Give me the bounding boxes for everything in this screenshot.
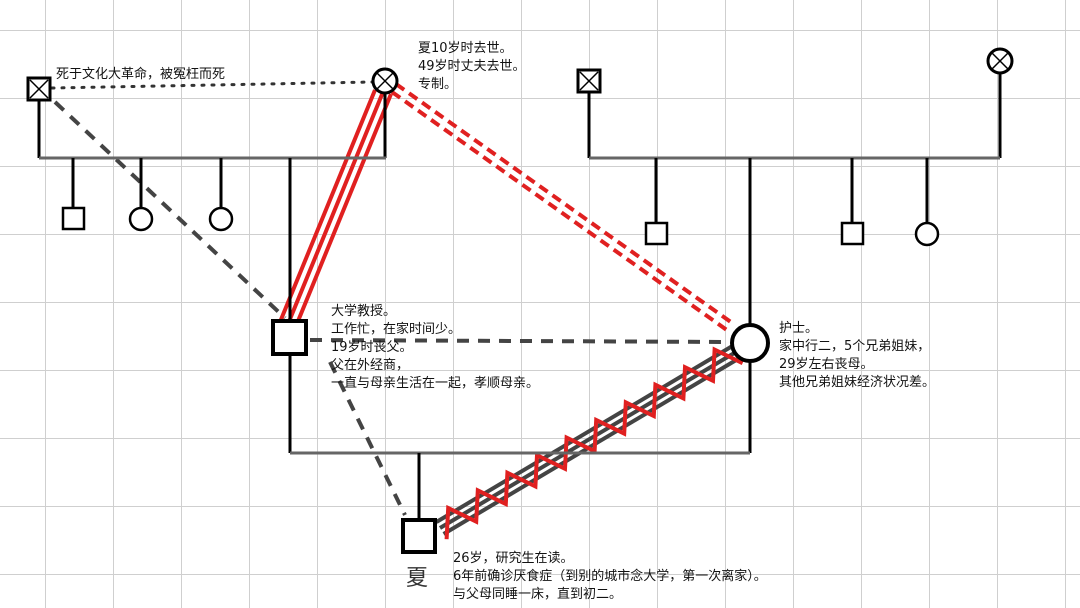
- dotted-marriage-line-paternal: [50, 80, 374, 90]
- note-line: 家中行二，5个兄弟姐妹，: [779, 339, 931, 354]
- note-line: 死于文化大革命，被冤枉而死: [56, 67, 226, 82]
- note-line: 夏10岁时去世。: [418, 41, 513, 56]
- father-male-icon: [271, 319, 308, 356]
- note-father: 大学教授。工作忙，在家时间少。 19岁时丧父。父在外经商， 一直与母亲生活在一起，孝…: [331, 303, 539, 393]
- distant-line-father-client: [328, 361, 407, 516]
- maternal-uncle-icon: [840, 221, 865, 246]
- note-line: 护士。: [779, 321, 819, 336]
- note-paternal-grandfather: 死于文化大革命，被冤枉而死: [56, 66, 225, 84]
- note-client: 26岁，研究生在读。 6年前确诊厌食症（到别的城市念大学，第一次离家）。与父母同睡…: [453, 550, 767, 604]
- aunt-female-icon: [128, 206, 154, 232]
- note-line: 26岁，研究生在读。: [453, 551, 574, 566]
- maternal-aunt-icon: [914, 221, 940, 247]
- note-line: 其他兄弟姐妹经济状况差。: [779, 375, 936, 390]
- note-line: 19岁时丧父。: [331, 340, 413, 355]
- note-line: 6年前确诊厌食症（到别的城市念大学，第一次离家）。: [453, 569, 767, 584]
- fused-line-stroke: [442, 356, 741, 536]
- distant-line-father-mother: [309, 338, 731, 344]
- paternal-grandfather-deceased-icon: [26, 76, 52, 102]
- note-line: 49岁时丈夫去世。: [418, 59, 526, 74]
- mother-female-icon: [730, 323, 770, 363]
- note-line: 与父母同睡一床，直到初二。: [453, 587, 623, 602]
- note-line: 父在外经商，: [331, 358, 410, 373]
- fused-line-stroke: [438, 350, 738, 530]
- client-male-icon: [401, 518, 437, 554]
- note-line: 工作忙，在家时间少。: [331, 322, 462, 337]
- distant-line-grandfather-father: [53, 100, 287, 320]
- maternal-grandmother-deceased-icon: [986, 47, 1014, 75]
- conflict-dashed-grandmother-mother: [390, 82, 737, 335]
- fused-line-grandmother-father: [278, 89, 393, 327]
- note-line: 29岁左右丧母。: [779, 357, 874, 372]
- maternal-grandfather-deceased-icon: [576, 68, 602, 94]
- uncle-male-icon: [61, 206, 86, 231]
- hostile-zigzag: [444, 346, 744, 540]
- note-paternal-grandmother: 夏10岁时去世。 49岁时丈夫去世。专制。: [418, 40, 526, 94]
- note-line: 专制。: [418, 77, 458, 92]
- note-line: 大学教授。: [331, 304, 397, 319]
- aunt-female-icon: [208, 206, 234, 232]
- maternal-uncle-icon: [644, 221, 669, 246]
- client-name-label: 夏: [406, 566, 429, 591]
- paternal-grandmother-deceased-icon: [371, 67, 399, 95]
- note-mother: 护士。家中行二，5个兄弟姐妹， 29岁左右丧母。其他兄弟姐妹经济状况差。: [779, 320, 935, 392]
- fused-hostile-line-client-mother: [435, 344, 744, 540]
- note-line: 一直与母亲生活在一起，孝顺母亲。: [331, 376, 540, 391]
